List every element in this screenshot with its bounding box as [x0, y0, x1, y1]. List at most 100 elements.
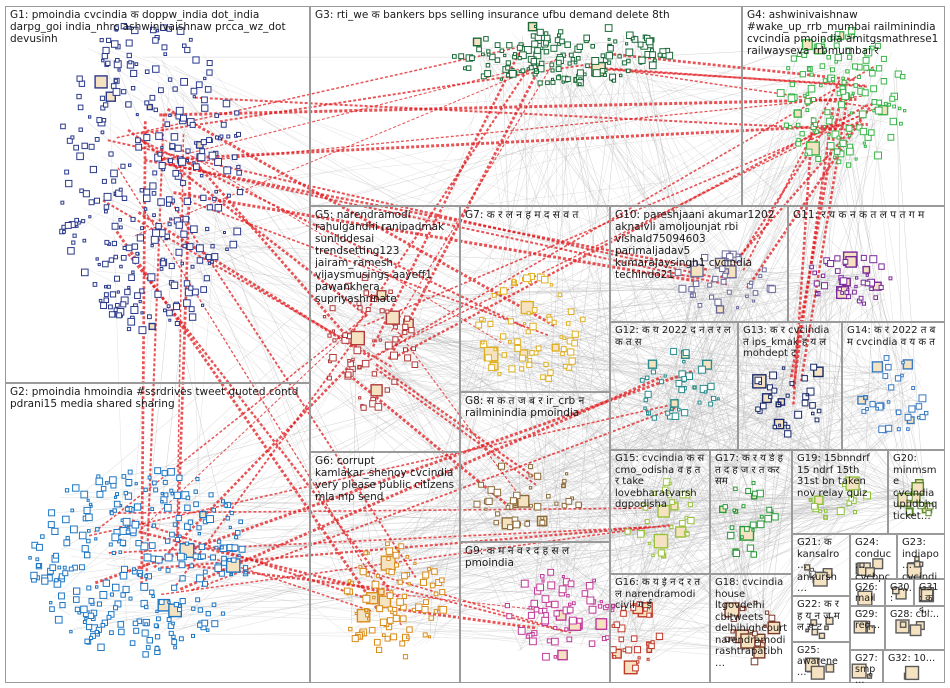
group-g9-label: G9: क म न व र द ह स ल pmoindia [465, 545, 573, 569]
vertex-node [523, 274, 531, 283]
edge [355, 78, 608, 349]
vertex-node [123, 490, 128, 496]
vertex-node [580, 316, 586, 323]
vertex-node [880, 78, 888, 85]
vertex-node [674, 269, 682, 276]
vertex-node [675, 380, 683, 387]
vertex-node [366, 551, 370, 555]
vertex-node [189, 563, 195, 569]
edge [406, 115, 844, 301]
vertex-node [350, 581, 354, 585]
vertex-node [60, 123, 66, 130]
vertex-node [62, 515, 70, 524]
vertex-node [820, 273, 826, 279]
vertex-node [327, 333, 332, 338]
vertex-node [135, 540, 142, 547]
vertex-node [670, 347, 678, 355]
vertex-node [70, 525, 78, 534]
vertex-node [150, 244, 154, 248]
group-g32-box: G32: 10… [883, 650, 945, 683]
vertex-node [709, 294, 715, 300]
vertex-node [433, 591, 439, 597]
vertex-node [864, 48, 873, 57]
vertex-node [507, 524, 514, 531]
vertex-node [109, 511, 114, 516]
edge [822, 284, 849, 492]
vertex-node [173, 303, 180, 311]
vertex-node [558, 29, 564, 35]
vertex-node [144, 100, 150, 106]
vertex-node [528, 473, 533, 478]
edge [542, 375, 766, 504]
vertex-node [65, 179, 73, 188]
group-g4-label: G4: ashwinivaishnaw #wake_up_rrb_mumbai … [747, 9, 939, 57]
vertex-node [864, 280, 871, 287]
vertex-node [633, 646, 642, 654]
vertex-node [692, 385, 697, 390]
edge [869, 382, 873, 418]
vertex-node [140, 542, 149, 551]
vertex-node [130, 306, 139, 314]
vertex-node [54, 578, 59, 583]
vertex-node [35, 557, 40, 562]
edge [211, 251, 568, 638]
vertex-node [113, 78, 118, 83]
edge [161, 58, 361, 623]
vertex-node [522, 322, 527, 326]
vertex-node [869, 401, 876, 408]
vertex-node [755, 406, 761, 412]
vertex-node [611, 624, 616, 628]
edge [559, 381, 910, 470]
vertex-node [741, 504, 746, 509]
vertex-node [469, 55, 475, 61]
vertex-node [495, 511, 501, 517]
vertex-node [841, 79, 847, 85]
group-g30-label: G30: [890, 582, 910, 604]
edge [205, 149, 768, 524]
strong-edge [136, 137, 526, 329]
edge [525, 624, 736, 639]
edge [547, 270, 866, 349]
vertex-node [396, 547, 400, 551]
vertex-node [699, 384, 708, 393]
vertex-node [62, 229, 66, 234]
vertex-node [682, 349, 690, 357]
vertex-node [115, 58, 120, 63]
vertex-node [473, 500, 481, 508]
vertex-node [203, 76, 207, 81]
vertex-node [200, 194, 207, 201]
vertex-node [561, 502, 568, 509]
vertex-node [852, 510, 858, 515]
vertex-node [899, 621, 907, 629]
vertex-node [84, 551, 91, 559]
vertex-node [501, 352, 508, 358]
edge [403, 56, 646, 364]
vertex-node [184, 523, 191, 530]
vertex-node [166, 201, 172, 207]
vertex-node [342, 332, 348, 338]
edge [121, 195, 637, 541]
vertex-node [509, 497, 517, 505]
vertex-node [622, 60, 628, 66]
edge [354, 475, 569, 572]
edge [769, 409, 914, 543]
vertex-node [78, 127, 83, 132]
edge [87, 122, 737, 656]
vertex-node [371, 295, 376, 300]
vertex-node [476, 46, 482, 53]
vertex-node [155, 609, 159, 614]
vertex-node [184, 46, 191, 54]
group-g8-box: G8: स क त ज ब र ir_crb न railminindia pm… [460, 392, 610, 542]
vertex-node [231, 154, 238, 160]
vertex-node [145, 645, 151, 650]
vertex-node [796, 137, 801, 143]
vertex-node [839, 277, 848, 285]
vertex-node [351, 357, 355, 362]
vertex-node [149, 182, 157, 190]
vertex-node [196, 525, 202, 531]
vertex-node [485, 497, 493, 506]
vertex-node [888, 276, 893, 281]
vertex-node [866, 625, 875, 634]
vertex-node [150, 507, 155, 512]
vertex-node [647, 359, 658, 369]
